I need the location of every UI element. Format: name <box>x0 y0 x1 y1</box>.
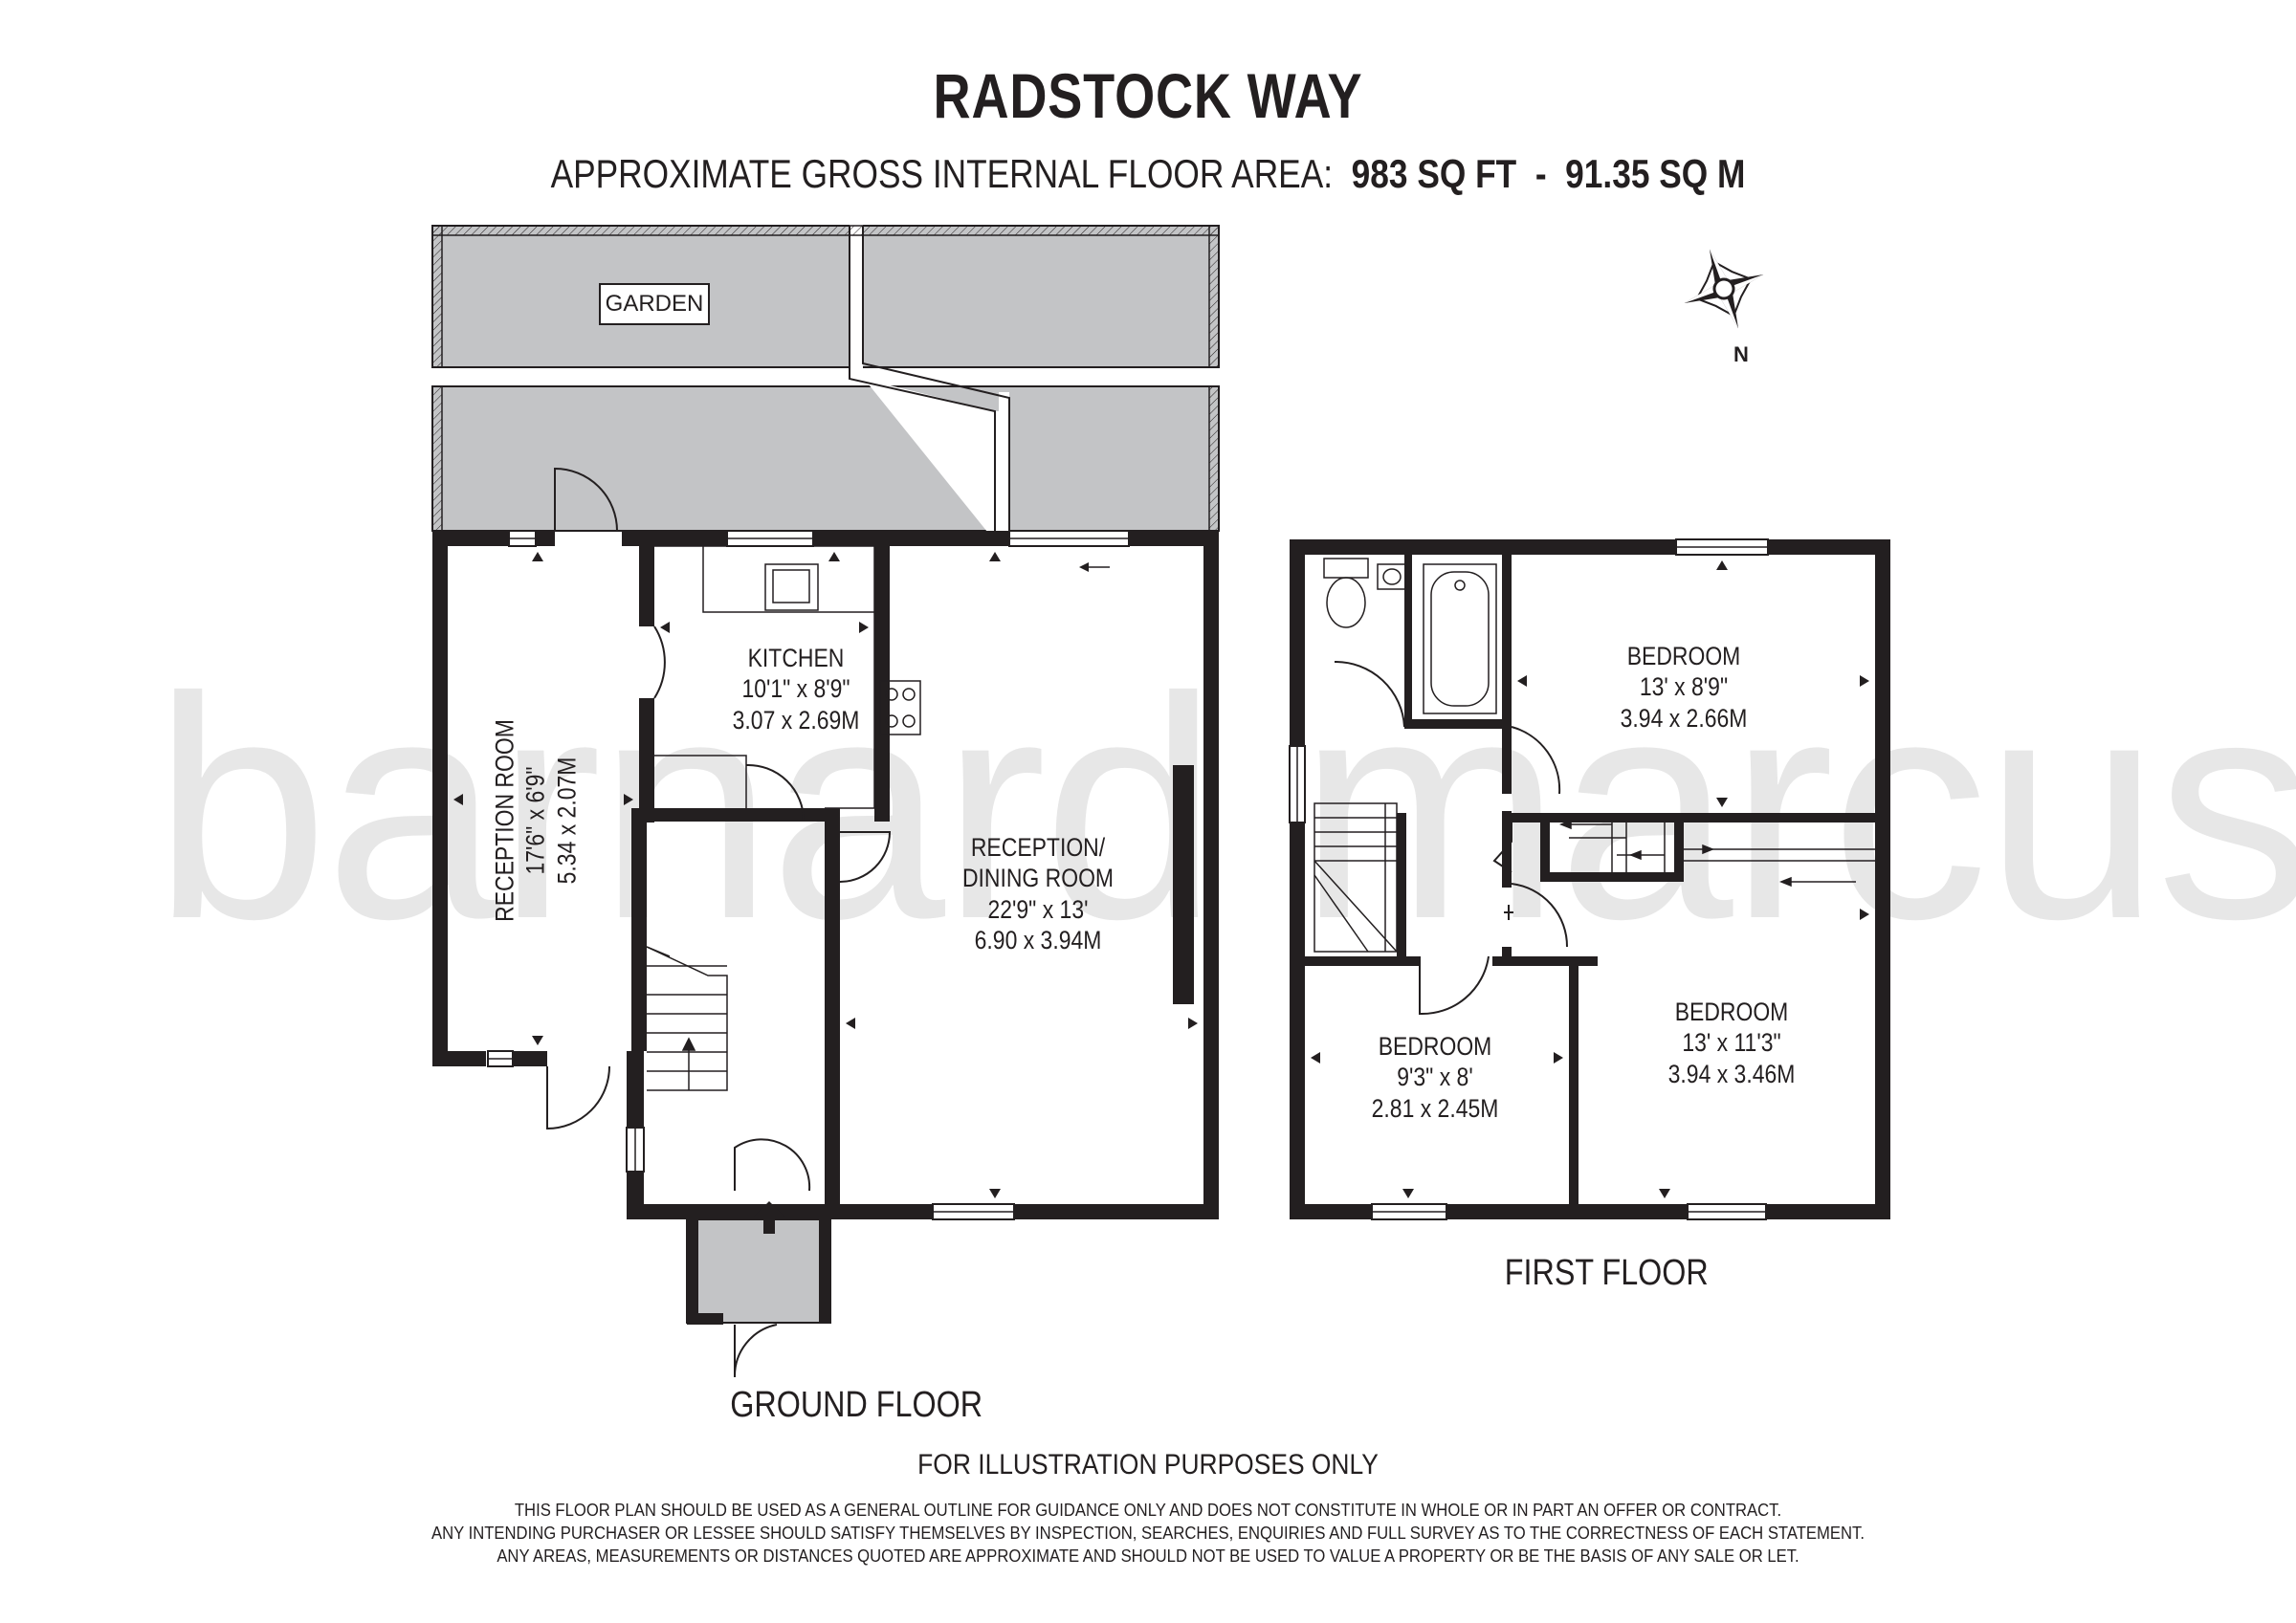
room-metric: 3.07 x 2.69M <box>732 705 860 735</box>
room-imperial: 17'6" x 6'9" <box>520 766 550 875</box>
room-name: KITCHEN <box>747 644 845 672</box>
room-metric: 6.90 x 3.94M <box>974 926 1102 955</box>
ground-floor-doors <box>546 467 892 1378</box>
first-floor-dimension-markers <box>1311 560 1869 1198</box>
room-imperial: 10'1" x 8'9" <box>741 674 850 704</box>
ground-floor-dimension-markers <box>453 552 1198 1198</box>
room-label-kitchen: KITCHEN 10'1" x 8'9" 3.07 x 2.69M <box>723 643 870 735</box>
page-title: RADSTOCK WAY <box>933 60 1363 131</box>
room-name: BEDROOM <box>1378 1032 1492 1061</box>
floor-area-separator: - <box>1534 151 1547 196</box>
room-label-reception: RECEPTION ROOM 17'6" x 6'9" 5.34 x 2.07M <box>489 691 582 951</box>
room-name: BEDROOM <box>1626 642 1741 670</box>
room-metric: 3.94 x 2.66M <box>1620 703 1748 733</box>
first-floor-label: FIRST FLOOR <box>1504 1253 1709 1293</box>
floor-area-sqft: 983 SQ FT <box>1351 151 1517 196</box>
illustration-notice: FOR ILLUSTRATION PURPOSES ONLY <box>917 1449 1379 1480</box>
room-label-bedroom-2: BEDROOM 9'3" x 8' 2.81 x 2.45M <box>1346 1031 1525 1124</box>
floor-area-sqm: 91.35 SQ M <box>1565 151 1746 196</box>
first-floor-stairs <box>1314 802 1398 953</box>
disclaimer-line-3: ANY AREAS, MEASUREMENTS OR DISTANCES QUO… <box>497 1546 1799 1566</box>
room-name: RECEPTION ROOM <box>490 719 519 922</box>
room-imperial: 9'3" x 8' <box>1397 1063 1473 1092</box>
disclaimer-line-1: THIS FLOOR PLAN SHOULD BE USED AS A GENE… <box>514 1500 1782 1520</box>
room-imperial: 13' x 8'9" <box>1639 672 1729 702</box>
disclaimer-line-2: ANY INTENDING PURCHASER OR LESSEE SHOULD… <box>431 1523 1865 1543</box>
room-label-reception-dining: RECEPTION/ DINING ROOM 22'9" x 13' 6.90 … <box>937 832 1140 956</box>
room-label-bedroom-1: BEDROOM 13' x 8'9" 3.94 x 2.66M <box>1595 641 1774 734</box>
kitchen-units <box>654 545 921 809</box>
compass-north-label: N <box>1733 342 1749 366</box>
ground-floor-stairs <box>646 946 728 1091</box>
room-name-line-2: DINING ROOM <box>961 864 1115 893</box>
room-label-bedroom-3: BEDROOM 13' x 11'3" 3.94 x 3.46M <box>1643 997 1821 1089</box>
ground-floor-label: GROUND FLOOR <box>730 1385 983 1425</box>
floor-area-line: APPROXIMATE GROSS INTERNAL FLOOR AREA: 9… <box>184 151 2112 197</box>
room-metric: 3.94 x 3.46M <box>1667 1059 1796 1088</box>
compass-rose-icon: N <box>1684 249 1764 366</box>
ground-floor-window-lines <box>488 537 1129 1213</box>
ground-floor-windows <box>487 530 1130 1220</box>
first-floor-doors <box>1334 660 1569 1016</box>
landing-cupboards <box>1558 819 1875 888</box>
first-floor-plan <box>1290 539 1890 1219</box>
bathroom-fittings <box>1323 558 1497 714</box>
room-imperial: 13' x 11'3" <box>1682 1028 1781 1058</box>
room-metric: 5.34 x 2.07M <box>552 757 582 885</box>
garden-area <box>431 218 1220 541</box>
room-metric: 2.81 x 2.45M <box>1371 1093 1499 1123</box>
room-name: BEDROOM <box>1674 998 1789 1026</box>
room-imperial: 22'9" x 13' <box>987 894 1089 924</box>
watermark-logo: barnard marcus <box>153 631 2296 984</box>
garden-label: GARDEN <box>599 283 710 325</box>
entrance-arrow-icon <box>754 1201 784 1234</box>
room-name: RECEPTION/ <box>970 833 1106 862</box>
first-floor-window-lines <box>1296 546 1768 1213</box>
floor-area-prefix: APPROXIMATE GROSS INTERNAL FLOOR AREA: <box>550 151 1334 196</box>
